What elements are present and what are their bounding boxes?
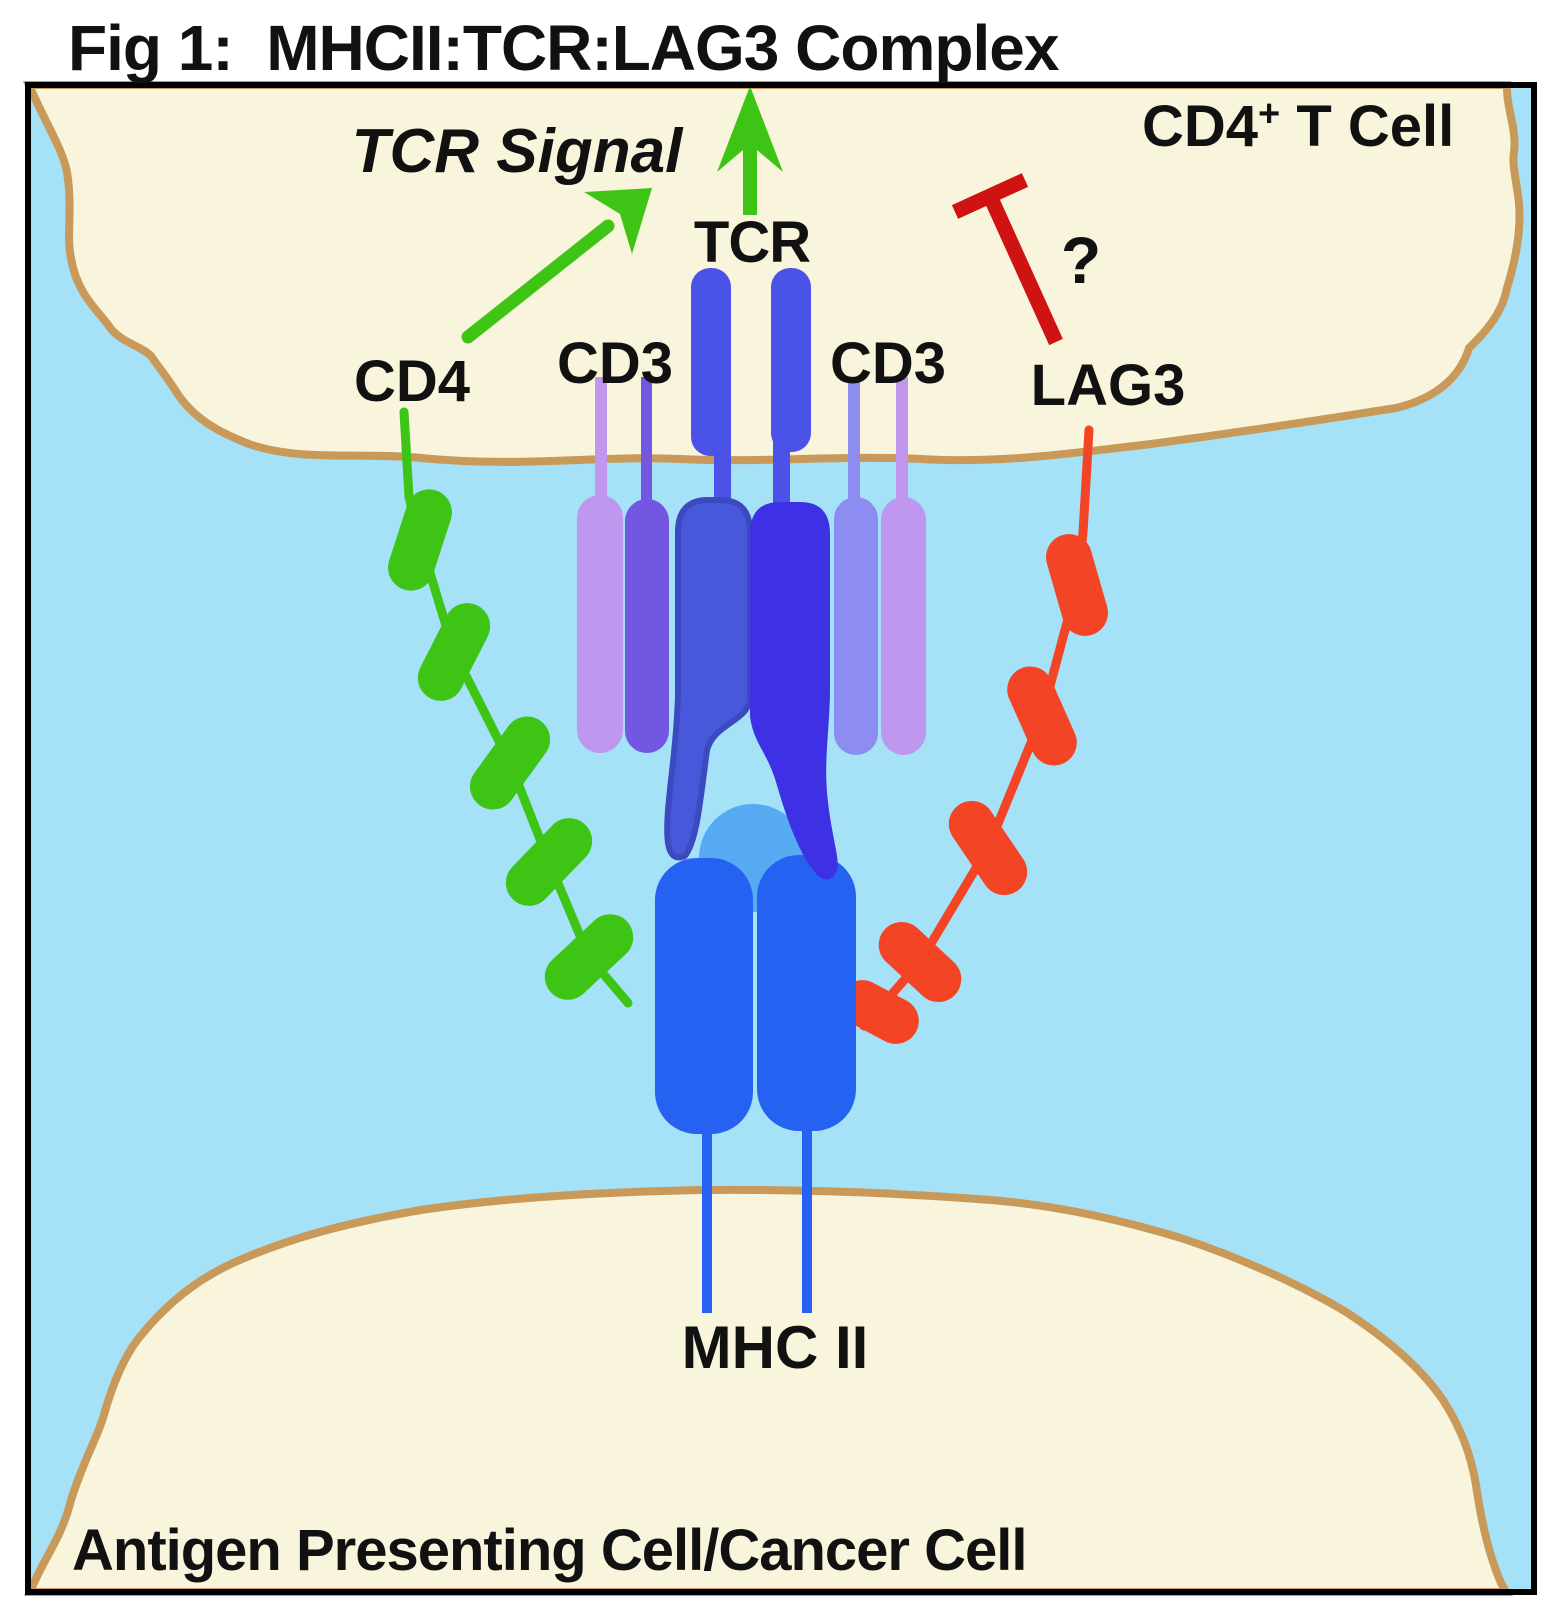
tcr-label: TCR bbox=[694, 210, 810, 275]
t-cell-label: CD4+ T Cell bbox=[1142, 93, 1454, 159]
tcr-molecule bbox=[664, 268, 838, 880]
lag3-bead bbox=[878, 921, 962, 1003]
cd3-stem bbox=[595, 377, 607, 512]
apc-cell-body bbox=[24, 1185, 1513, 1596]
tcr-neck-left bbox=[714, 420, 731, 512]
lag3-bead bbox=[1046, 534, 1108, 636]
tcr-beta-domain bbox=[750, 502, 838, 880]
cd3-stem bbox=[848, 377, 860, 512]
lag3-label: LAG3 bbox=[1031, 353, 1186, 418]
up-arrow bbox=[717, 86, 783, 215]
t-cell-label-sup: + bbox=[1258, 93, 1280, 135]
mhc2-label: MHC II bbox=[682, 1314, 869, 1381]
mhc2-alpha-domain bbox=[655, 858, 753, 1134]
tcr-stalk-left bbox=[691, 268, 731, 456]
cd4-label: CD4 bbox=[354, 349, 470, 414]
mhc2-beta-domain bbox=[757, 855, 856, 1131]
cd3-complex bbox=[577, 377, 926, 755]
cd3-domain bbox=[834, 497, 878, 755]
cd3-stem bbox=[641, 377, 652, 512]
tbar-stem bbox=[983, 192, 1063, 346]
cd4-bead bbox=[469, 716, 551, 810]
apc-label: Antigen Presenting Cell/Cancer Cell bbox=[72, 1518, 1026, 1583]
cd4-bead bbox=[544, 914, 634, 1000]
lag3-bead bbox=[839, 980, 919, 1044]
lag3-bead bbox=[1007, 666, 1077, 766]
mhc2-alpha-stem bbox=[702, 1130, 712, 1313]
t-cell-label-suffix: T Cell bbox=[1280, 94, 1454, 159]
inhibition-tbar bbox=[951, 173, 1063, 346]
cd3-domain bbox=[625, 499, 669, 753]
tcr-alpha-domain bbox=[664, 497, 753, 861]
tcr-stalk-right bbox=[771, 268, 811, 452]
cd3-left-label: CD3 bbox=[557, 331, 673, 396]
tcr-signal-label: TCR Signal bbox=[352, 117, 684, 186]
t-cell-label-prefix: CD4 bbox=[1142, 94, 1258, 159]
lag3-bead bbox=[948, 800, 1028, 896]
cd3-domain bbox=[577, 495, 623, 753]
cd3-domain bbox=[881, 497, 926, 755]
figure-title: Fig 1: MHCII:TCR:LAG3 Complex bbox=[68, 12, 1060, 84]
cd4-bead bbox=[505, 818, 593, 906]
figure-frame bbox=[25, 82, 1537, 1595]
tbar-cap bbox=[951, 173, 1029, 219]
mhc2-beta-stem bbox=[802, 1128, 812, 1313]
cd4-molecule bbox=[388, 407, 634, 1008]
tcr-neck-right bbox=[773, 420, 790, 512]
diagonal-arrow-head bbox=[584, 188, 652, 254]
mhc2-molecule bbox=[655, 855, 856, 1313]
cd4-bead bbox=[417, 603, 491, 701]
tcr-signal-arrows bbox=[461, 86, 783, 344]
cd4-bead bbox=[388, 489, 452, 591]
cd3-stem bbox=[896, 377, 908, 512]
lag3-molecule bbox=[839, 425, 1108, 1044]
diagonal-arrow-shaft bbox=[461, 219, 615, 344]
inhibition-question-mark: ? bbox=[1061, 223, 1101, 297]
cd3-right-label: CD3 bbox=[830, 331, 946, 396]
